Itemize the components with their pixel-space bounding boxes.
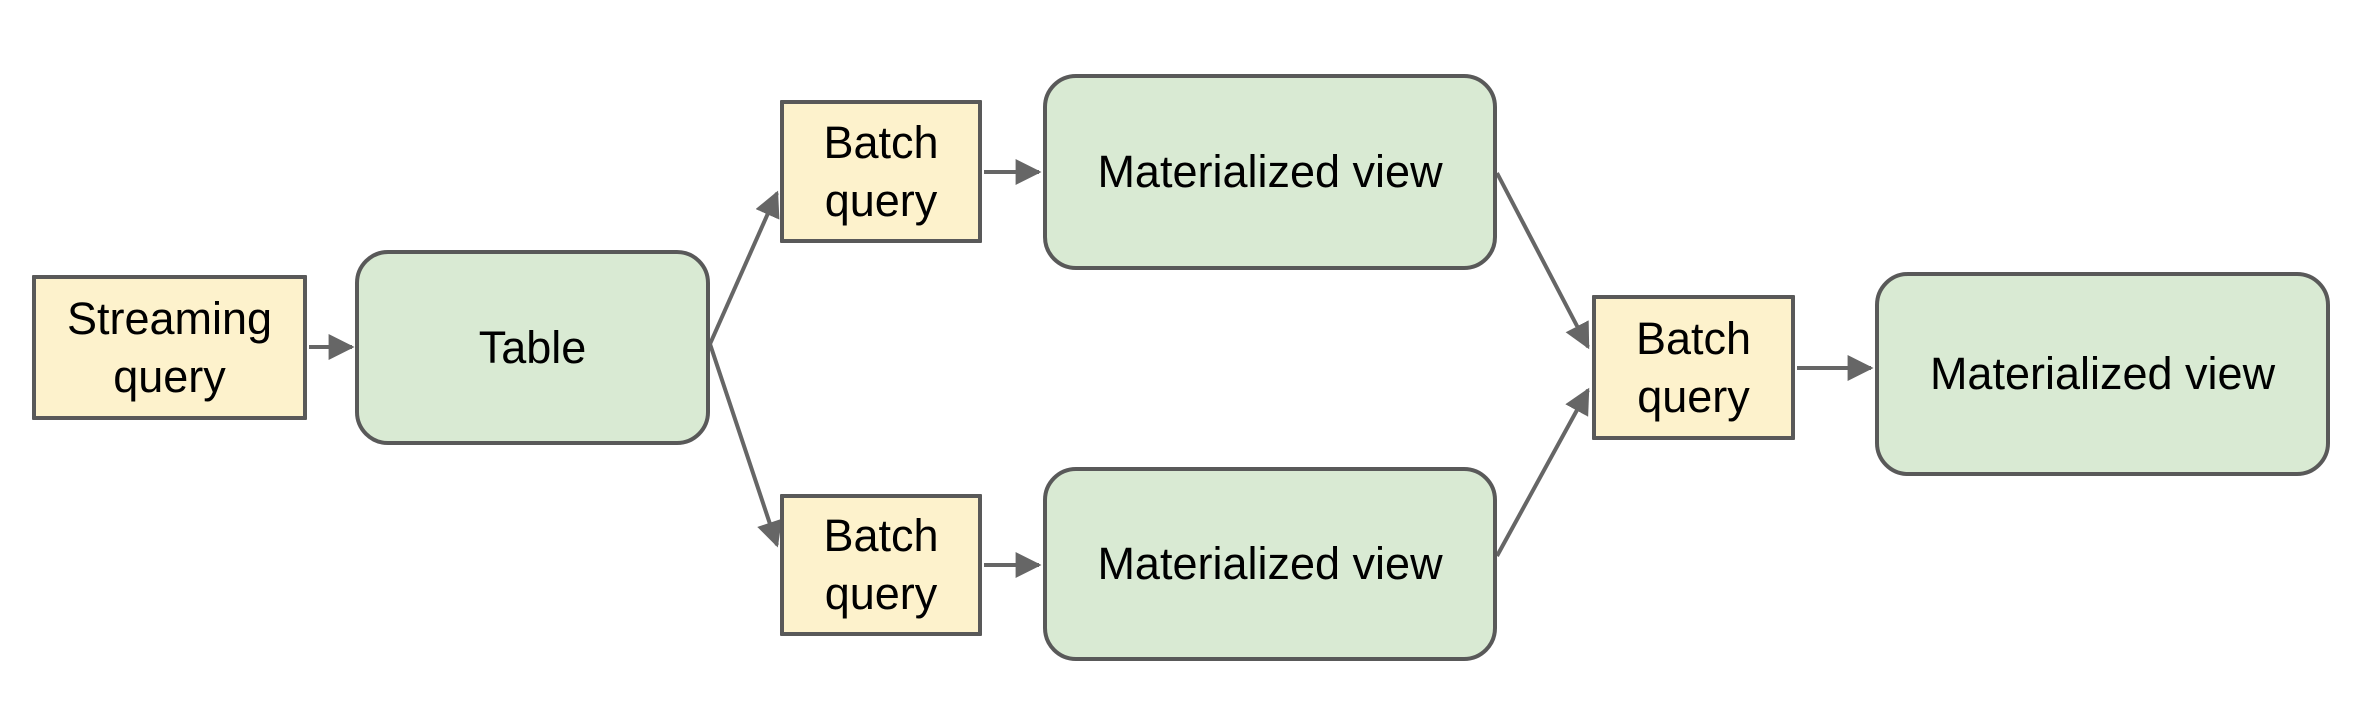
node-materialized-view-top: Materialized view bbox=[1043, 74, 1497, 270]
node-materialized-view-right: Materialized view bbox=[1875, 272, 2330, 476]
node-batch-query-bottom: Batch query bbox=[780, 494, 982, 636]
node-table-label: Table bbox=[478, 321, 587, 373]
edge-table-to-batch-query-top bbox=[708, 190, 780, 345]
node-materialized-view-top-label: Materialized view bbox=[1097, 146, 1443, 197]
node-batch-query-right-label: Batch query bbox=[1635, 312, 1752, 422]
node-materialized-view-bottom: Materialized view bbox=[1043, 467, 1497, 661]
node-materialized-view-right-label: Materialized view bbox=[1929, 348, 2276, 399]
node-materialized-view-bottom-label: Materialized view bbox=[1097, 538, 1443, 589]
edge-materialized-view-top-to-batch-query-right bbox=[1495, 172, 1590, 350]
edge-materialized-view-bottom-to-batch-query-right bbox=[1495, 387, 1590, 557]
edge-table-to-batch-query-bottom bbox=[708, 343, 782, 548]
node-table: Table bbox=[355, 250, 710, 445]
node-batch-query-top: Batch query bbox=[780, 100, 982, 243]
node-streaming-query-label: Streaming query bbox=[66, 292, 273, 402]
node-batch-query-top-label: Batch query bbox=[823, 116, 939, 226]
node-batch-query-right: Batch query bbox=[1592, 295, 1795, 440]
node-streaming-query: Streaming query bbox=[32, 275, 307, 420]
node-batch-query-bottom-label: Batch query bbox=[823, 510, 939, 619]
